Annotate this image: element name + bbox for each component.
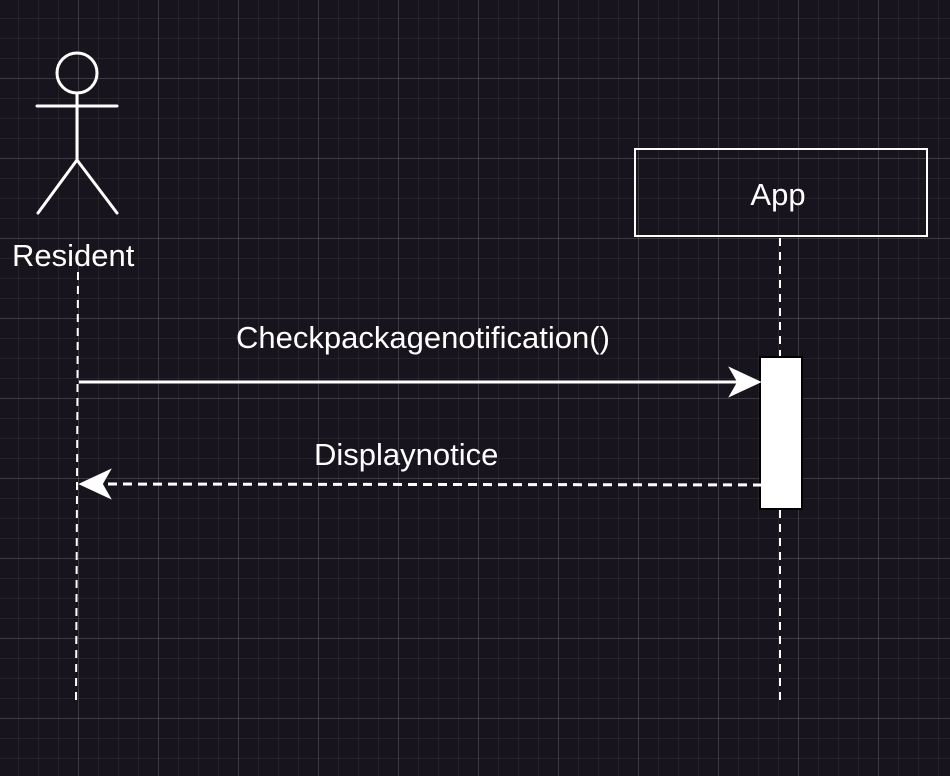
return-arrow bbox=[78, 468, 793, 500]
return-arrow-line bbox=[91, 482, 793, 487]
activation-bar bbox=[759, 356, 803, 510]
actor-left-leg bbox=[36, 158, 79, 215]
call-arrowhead bbox=[728, 366, 762, 398]
actor-stick-figure bbox=[35, 51, 119, 215]
call-message-label: Checkpackagenotification() bbox=[236, 320, 610, 355]
actor-label: Resident bbox=[12, 238, 135, 273]
actor-lifeline bbox=[75, 271, 79, 705]
actor-head bbox=[55, 51, 99, 95]
return-message-label: Displaynotice bbox=[314, 437, 499, 472]
return-arrowhead bbox=[78, 468, 112, 500]
actor-right-leg bbox=[75, 158, 119, 215]
call-arrow bbox=[79, 366, 762, 398]
participant-box: App bbox=[634, 148, 928, 237]
participant-label: App bbox=[750, 177, 806, 212]
